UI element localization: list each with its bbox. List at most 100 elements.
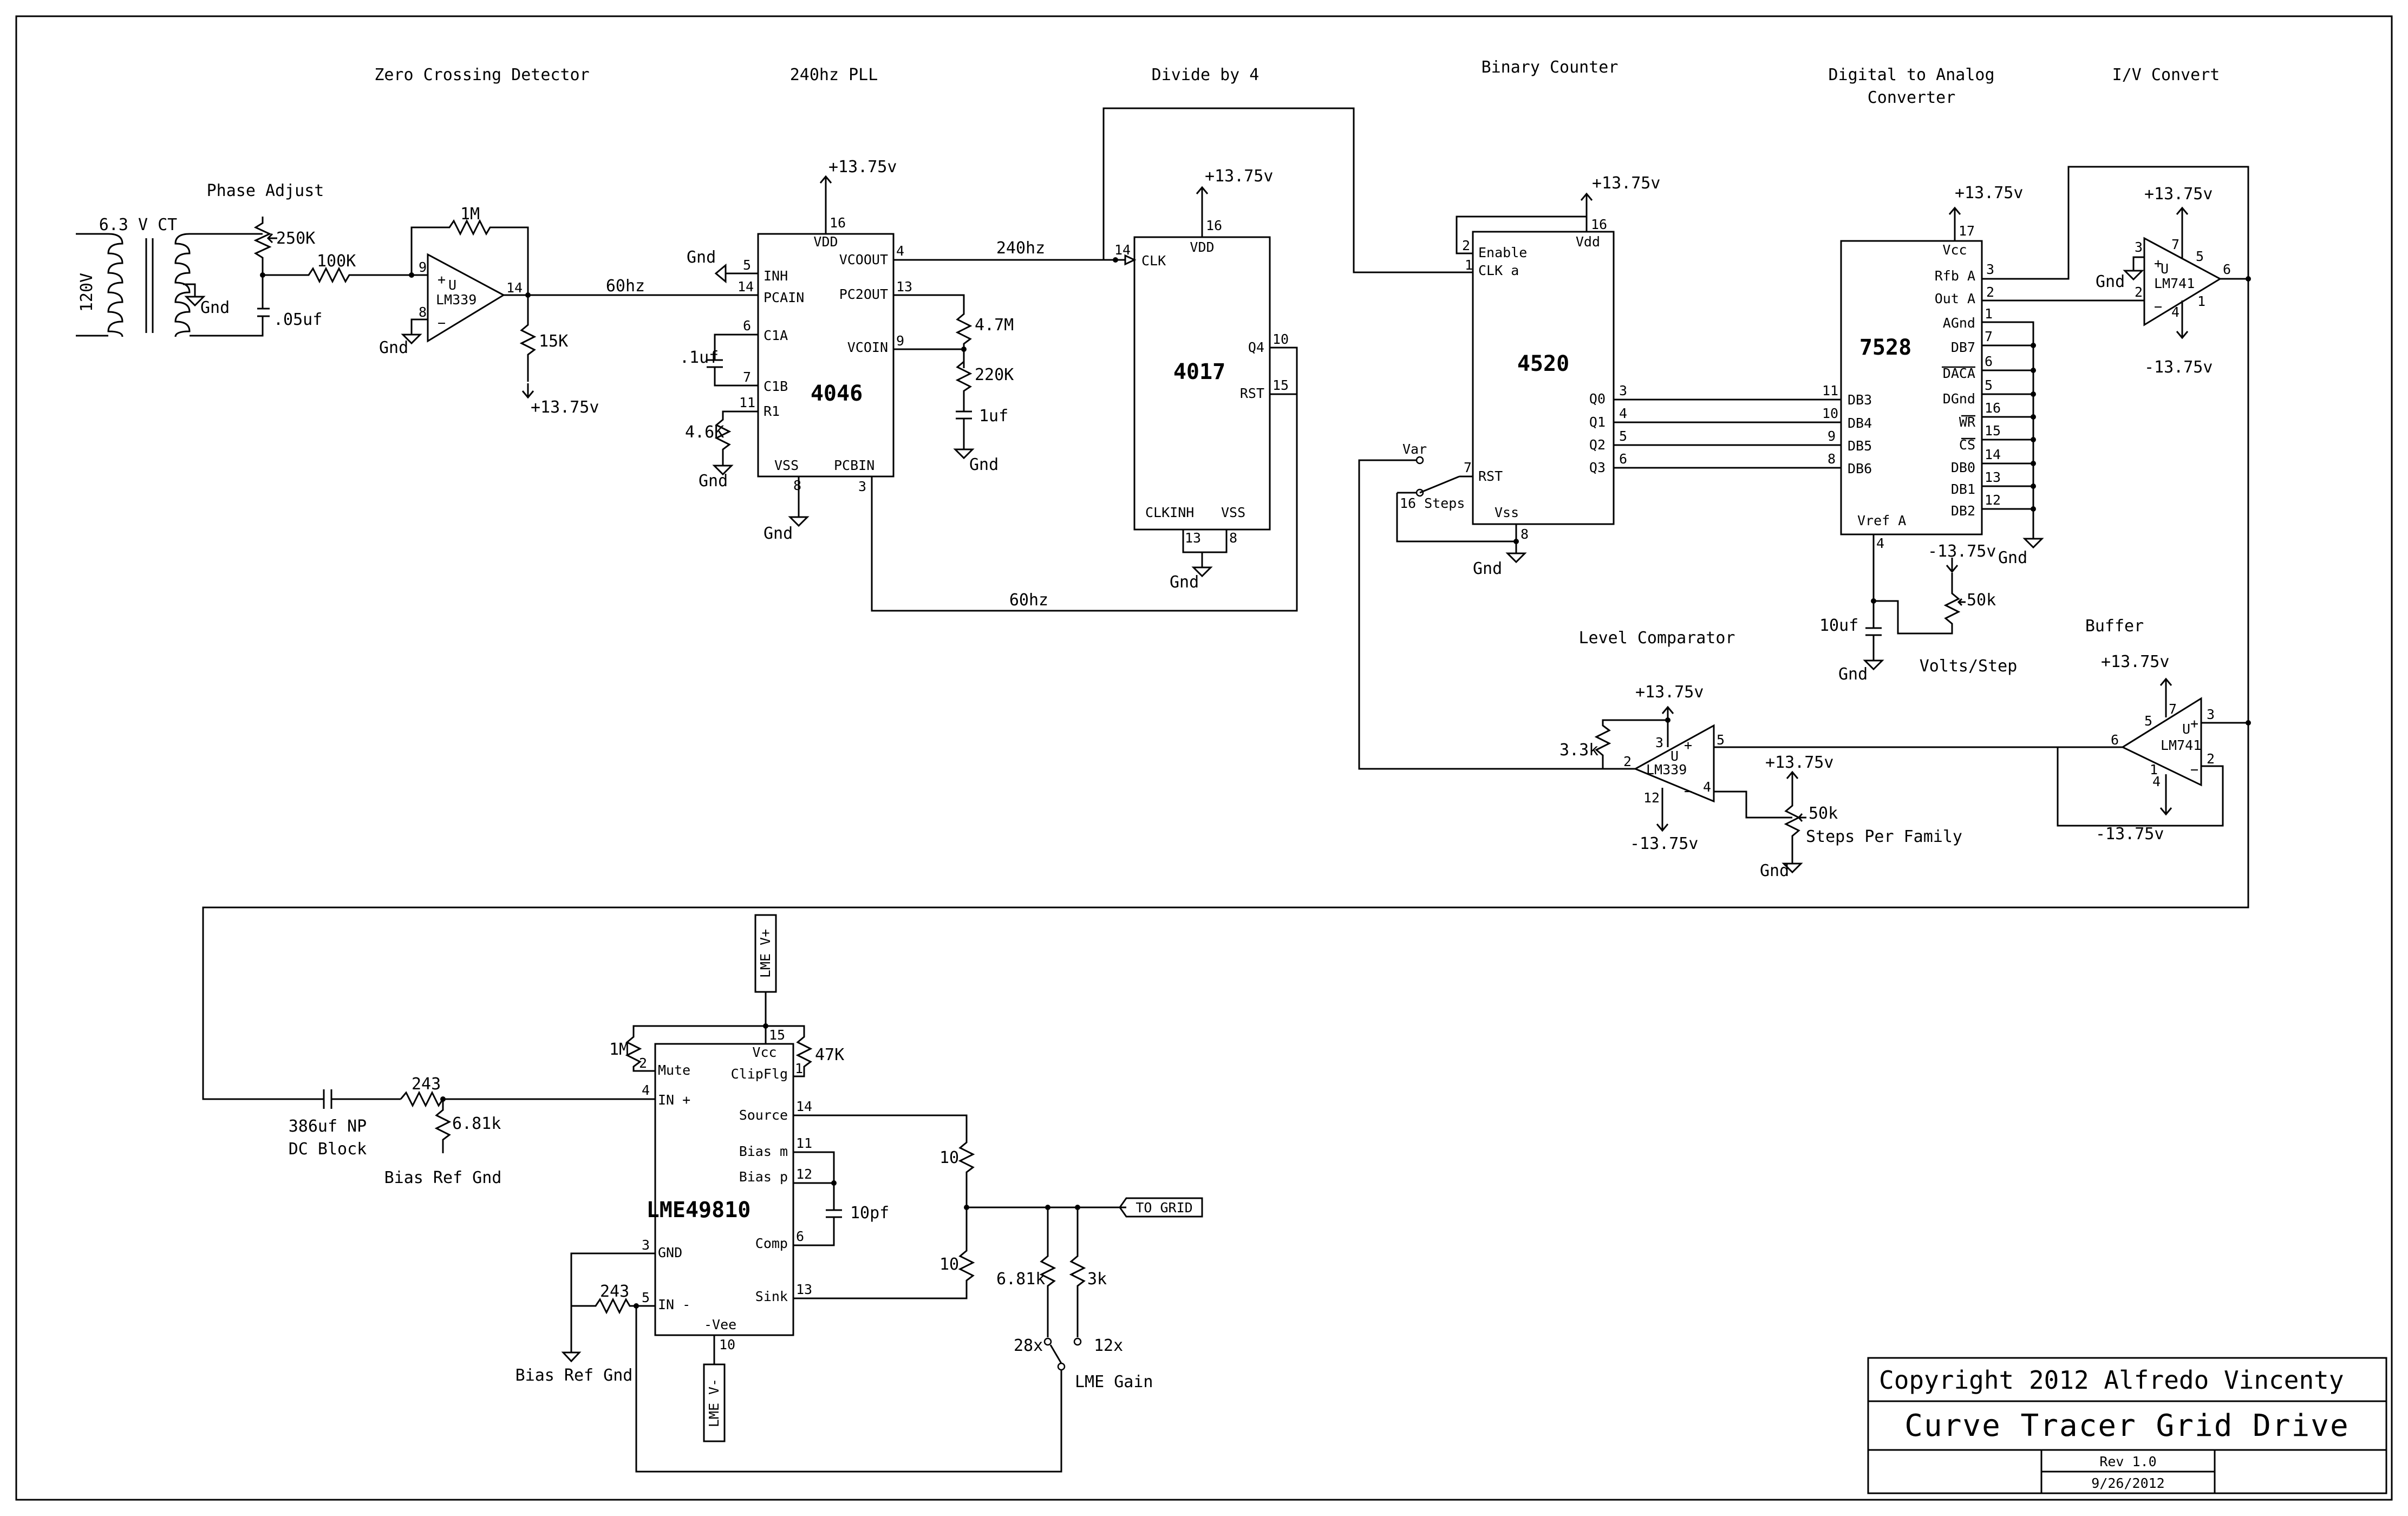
cap-1uf-vco: 1uf	[979, 407, 1008, 426]
r-243-b: 243	[600, 1282, 629, 1301]
divide-title: Divide by 4	[1152, 66, 1260, 84]
gnd-vref: Gnd	[1838, 665, 1868, 684]
svg-text:Vdd: Vdd	[1576, 234, 1600, 250]
svg-text:8: 8	[793, 478, 801, 493]
svg-text:VSS: VSS	[774, 458, 799, 473]
svg-text:11: 11	[796, 1135, 812, 1151]
svg-text:Vcc: Vcc	[1942, 242, 1967, 258]
svg-text:C1A: C1A	[763, 328, 788, 343]
svg-text:2: 2	[1462, 238, 1470, 253]
svg-text:RST: RST	[1240, 385, 1264, 401]
svg-text:10: 10	[1822, 406, 1838, 421]
lm339-a-label: LM339	[436, 292, 477, 308]
svg-text:Q3: Q3	[1589, 460, 1606, 475]
svg-text:13: 13	[796, 1282, 812, 1297]
svg-text:13: 13	[896, 279, 912, 295]
svg-text:Q2: Q2	[1589, 437, 1606, 453]
gnd-4520: Gnd	[1473, 559, 1502, 578]
svg-text:4: 4	[1703, 779, 1711, 795]
svg-text:U: U	[1670, 748, 1679, 764]
svg-text:11: 11	[1822, 383, 1838, 398]
svg-text:Bias m: Bias m	[739, 1143, 788, 1159]
lm741-b-label: LM741	[2161, 737, 2201, 753]
svg-text:-Vee: -Vee	[704, 1317, 736, 1332]
svg-text:+: +	[2190, 716, 2198, 731]
svg-text:10: 10	[1272, 331, 1289, 347]
svg-text:5: 5	[743, 257, 751, 273]
svg-text:5: 5	[1985, 377, 1993, 393]
svg-text:U: U	[448, 277, 456, 293]
svg-text:14: 14	[1114, 242, 1131, 258]
svg-text:Bias p: Bias p	[739, 1169, 788, 1185]
bias-ref-gnd-a: Bias Ref Gnd	[384, 1168, 502, 1187]
transformer: 120V 6.3 V CT Gnd	[76, 215, 264, 337]
svg-text:−: −	[2190, 762, 2198, 777]
mains-label: 120V	[77, 273, 96, 312]
svg-text:6: 6	[1985, 354, 1993, 369]
svg-text:C1B: C1B	[763, 378, 788, 394]
r-243-a: 243	[412, 1075, 441, 1094]
section-titles: Zero Crossing Detector 240hz PLL Divide …	[207, 58, 2220, 648]
svg-text:1: 1	[795, 1061, 803, 1076]
svg-text:16: 16	[830, 215, 846, 231]
svg-text:7: 7	[1985, 329, 1993, 344]
bias-ref-gnd-b: Bias Ref Gnd	[515, 1366, 633, 1385]
sw-var-label: Var	[1402, 441, 1427, 457]
sheet-border	[15, 15, 2393, 1501]
svg-text:6: 6	[1619, 451, 1627, 467]
svg-text:VDD: VDD	[1190, 239, 1214, 255]
svg-text:4: 4	[642, 1082, 650, 1098]
svg-text:7: 7	[2171, 237, 2179, 252]
svg-text:4: 4	[2171, 304, 2179, 320]
svg-text:14: 14	[506, 280, 523, 296]
secondary-label: 6.3 V CT	[99, 215, 178, 234]
chip-lme-label: LME49810	[647, 1198, 751, 1223]
svg-text:Q4: Q4	[1248, 339, 1264, 355]
date: 9/26/2012	[2091, 1475, 2164, 1491]
lme-vminus-label: LME V-	[706, 1378, 722, 1427]
r-1m-mute: 1M	[609, 1040, 629, 1059]
lme-gain-label: LME Gain	[1075, 1373, 1153, 1391]
gnd-4017: Gnd	[1170, 573, 1199, 592]
svg-text:+: +	[438, 272, 446, 287]
dc-block: DC Block	[289, 1140, 367, 1159]
svg-text:16: 16	[1985, 400, 2001, 416]
sig-60hz-a: 60hz	[606, 277, 645, 296]
vplus-4520: +13.75v	[1592, 174, 1660, 193]
svg-text:CS: CS	[1959, 437, 1975, 453]
vplus-level: +13.75v	[1635, 683, 1704, 702]
chip-4046: 4046 VDD INH PCAIN C1A C1B R1 VSS PCBIN …	[680, 158, 1298, 612]
svg-text:Out A: Out A	[1935, 291, 1975, 306]
chip-4520: 4520 Enable CLK a Vdd Q0 Q1 Q2 Q3 RST Vs…	[1358, 174, 1841, 770]
sig-240hz: 240hz	[996, 239, 1045, 258]
svg-text:U: U	[2182, 721, 2190, 737]
chip-4017-label: 4017	[1173, 360, 1225, 384]
svg-text:9: 9	[1828, 428, 1836, 444]
svg-text:ClipFlg: ClipFlg	[731, 1066, 788, 1082]
r-10-b: 10	[939, 1255, 959, 1274]
svg-text:5: 5	[642, 1290, 650, 1305]
svg-text:DB5: DB5	[1848, 438, 1872, 454]
svg-text:2: 2	[1986, 284, 1994, 300]
svg-text:15: 15	[1272, 377, 1289, 393]
vplus-lm339-a: +13.75v	[531, 398, 599, 417]
svg-text:+: +	[1684, 737, 1692, 753]
svg-text:DB0: DB0	[1951, 460, 1975, 475]
vplus-steps-pot: +13.75v	[1765, 753, 1833, 772]
svg-text:2: 2	[639, 1055, 647, 1071]
chip-7528-label: 7528	[1859, 335, 1911, 360]
svg-text:13: 13	[1985, 469, 2001, 485]
pot-250k-label: 250K	[276, 229, 315, 248]
steps-per-family: Steps Per Family	[1806, 827, 1962, 846]
svg-text:2: 2	[1623, 754, 1632, 769]
to-grid-label: TO GRID	[1136, 1200, 1192, 1216]
cap-1uf-pll: .1uf	[680, 348, 719, 367]
vplus-7528: +13.75v	[1955, 184, 2023, 202]
svg-text:14: 14	[1985, 447, 2001, 462]
phase-adjust-network: 250K .05uf 100K 1M Gnd	[253, 205, 529, 357]
cap-10uf: 10uf	[1819, 616, 1858, 635]
svg-text:8: 8	[419, 304, 427, 320]
svg-text:11: 11	[739, 395, 755, 410]
svg-text:6: 6	[2111, 732, 2119, 748]
vplus-4017: +13.75v	[1205, 167, 1273, 186]
